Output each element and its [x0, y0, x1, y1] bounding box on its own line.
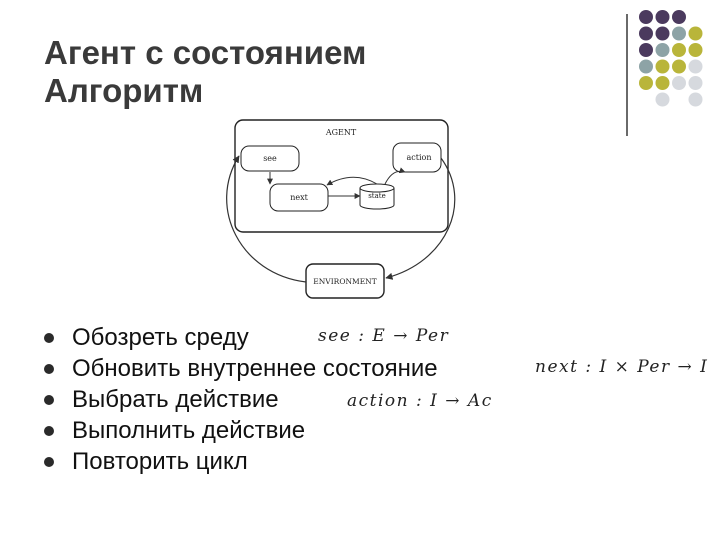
bullet-dot-icon — [44, 395, 54, 405]
next-label: next — [290, 193, 308, 202]
decor-dot — [655, 59, 670, 74]
decor-dot — [672, 43, 686, 57]
action-label: action — [407, 153, 432, 162]
bullet-text: Обновить внутреннее состояние — [72, 355, 438, 382]
decor-dot — [672, 10, 686, 24]
bullet-text: Выполнить действие — [72, 417, 306, 444]
decor-dot — [655, 26, 670, 41]
decor-dot — [688, 76, 703, 90]
bullet-dot-icon — [44, 333, 54, 343]
decor-dot — [655, 10, 670, 24]
environment-box — [305, 263, 385, 299]
bullet-text: Выбрать действие — [72, 386, 279, 413]
bullet-dot-icon — [44, 457, 54, 467]
decor-dot — [655, 76, 670, 90]
see-label: see — [263, 154, 277, 163]
decor-dot — [639, 26, 653, 41]
state-store: state — [359, 183, 395, 210]
bullet-dot-icon — [44, 364, 54, 374]
decor-dot — [655, 92, 670, 107]
agent-box — [234, 119, 449, 233]
bullet-text: Обозреть среду — [72, 324, 249, 351]
decor-dot — [672, 76, 686, 90]
decor-dot — [639, 76, 653, 90]
bullet-text: Повторить цикл — [72, 448, 248, 475]
decor-dot — [672, 26, 686, 41]
decor-dot — [688, 43, 703, 57]
see-box — [240, 145, 300, 172]
see-formula: see : E → Per — [318, 326, 450, 346]
title-line-2: Алгоритм — [44, 72, 204, 109]
decor-dot — [688, 92, 703, 107]
state-label: state — [368, 192, 386, 200]
action-formula: action : I → Ac — [347, 391, 493, 411]
decorative-dot-grid — [639, 10, 703, 107]
agent-environment-diagram: AGENT see action next state ENVIRONMENT — [226, 119, 456, 299]
decor-dot — [672, 59, 686, 74]
next-box — [269, 183, 329, 212]
decorative-divider — [626, 14, 628, 136]
agent-label: AGENT — [325, 128, 357, 137]
title-line-1: Агент с состоянием — [44, 34, 367, 71]
decor-dot — [688, 26, 703, 41]
decor-dot — [688, 59, 703, 74]
next-formula: next : I × Per → I — [535, 357, 709, 377]
decor-dot — [655, 43, 670, 57]
decor-dot — [639, 10, 653, 24]
decor-dot — [639, 43, 653, 57]
environment-label: ENVIRONMENT — [313, 277, 377, 286]
decor-dot — [639, 59, 653, 74]
slide-title: Агент с состоянием Алгоритм — [44, 34, 366, 110]
action-box — [392, 142, 442, 173]
bullet-dot-icon — [44, 426, 54, 436]
